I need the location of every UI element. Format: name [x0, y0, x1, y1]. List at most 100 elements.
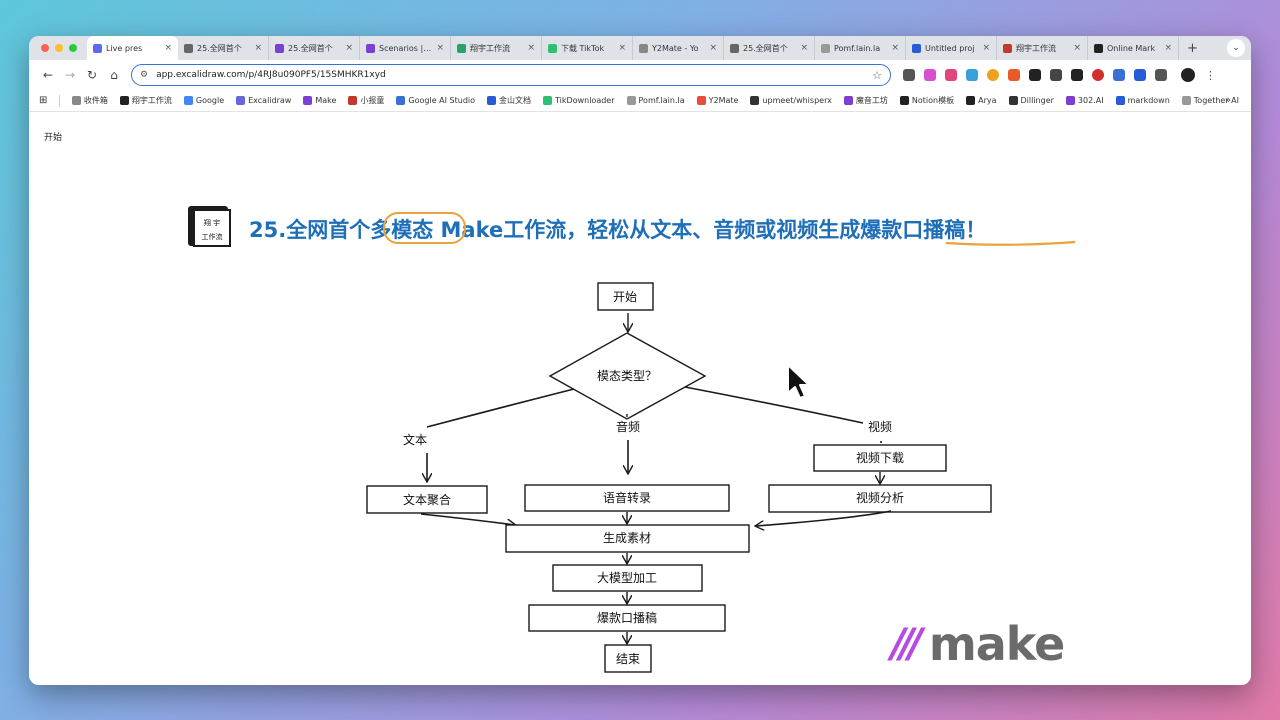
extension-icon[interactable] — [1113, 69, 1125, 81]
tab-close-icon[interactable]: × — [527, 43, 535, 53]
browser-tab[interactable]: 25.全网首个× — [178, 36, 269, 60]
browser-tab[interactable]: Scenarios | M× — [360, 36, 451, 60]
branch-video-label: 视频 — [868, 419, 892, 434]
tab-close-icon[interactable]: × — [800, 43, 808, 53]
forward-icon[interactable]: → — [64, 68, 76, 82]
bookmark-item[interactable]: Arya — [966, 95, 997, 106]
back-icon[interactable]: ← — [42, 68, 54, 82]
extension-icon[interactable] — [945, 69, 957, 81]
bookmark-item[interactable]: TikDownloader — [543, 95, 615, 106]
close-window-button[interactable] — [41, 44, 49, 52]
tab-search-icon[interactable]: ⌄ — [1227, 39, 1245, 57]
bookmark-item[interactable]: Pomf.lain.la — [626, 95, 685, 106]
bookmark-item[interactable]: 302.AI — [1065, 95, 1104, 106]
new-tab-icon[interactable]: + — [1187, 40, 1198, 56]
tab-close-icon[interactable]: × — [982, 43, 990, 53]
tab-favicon-icon — [93, 43, 102, 53]
bookmark-item[interactable]: Y2Mate — [696, 95, 738, 106]
bookmark-item[interactable]: markdown — [1115, 95, 1170, 106]
browser-tab[interactable]: 25.全网首个× — [724, 36, 815, 60]
bookmark-item[interactable]: Google — [183, 95, 224, 106]
browser-tab[interactable]: 翔宇工作流 × — [997, 36, 1088, 60]
tab-favicon-icon — [184, 43, 193, 53]
node-viral-script[interactable] — [528, 604, 726, 632]
tab-close-icon[interactable]: × — [254, 43, 262, 53]
browser-tab[interactable]: Online Mark× — [1088, 36, 1179, 60]
home-icon[interactable]: ⌂ — [110, 68, 118, 82]
bookmark-item[interactable]: 金山文档 — [487, 95, 531, 106]
zoom-window-button[interactable] — [69, 44, 77, 52]
extension-icon[interactable] — [1008, 69, 1020, 81]
node-generate-material[interactable] — [505, 524, 750, 553]
extension-icon[interactable] — [1092, 69, 1104, 81]
bookmark-item[interactable]: Together AI — [1181, 95, 1239, 106]
node-llm-process[interactable] — [552, 564, 703, 592]
browser-tab[interactable]: 翔宇工作流 × — [451, 36, 542, 60]
menu-kebab-icon[interactable]: ⋮ — [1205, 68, 1216, 82]
excalidraw-canvas[interactable]: 开始 翔 宇 工作流 25.全网首个多模态 Make工作流，轻松从文本、音频或视… — [29, 113, 1251, 685]
tab-favicon-icon — [275, 43, 284, 53]
extension-icon[interactable] — [1071, 69, 1083, 81]
bookmark-item[interactable]: 小报童 — [348, 95, 384, 106]
tab-close-icon[interactable]: × — [891, 43, 899, 53]
bookmark-favicon-icon — [626, 96, 636, 105]
node-generate-material-label: 生成素材 — [603, 531, 651, 545]
tab-close-icon[interactable]: × — [1164, 43, 1172, 53]
tab-title: 翔宇工作流 — [1016, 43, 1056, 53]
site-info-icon[interactable]: ⚙ — [140, 70, 149, 80]
mouse-cursor-icon — [787, 364, 810, 399]
tab-close-icon[interactable]: × — [345, 43, 353, 53]
profile-avatar[interactable] — [1181, 68, 1195, 82]
node-video-download[interactable] — [813, 444, 947, 472]
node-video-analysis[interactable] — [768, 484, 992, 513]
apps-grid-icon[interactable]: ⊞ — [39, 95, 48, 106]
browser-tab[interactable]: 下载 TikTok× — [542, 36, 633, 60]
tab-title: 翔宇工作流 — [470, 43, 510, 53]
tab-close-icon[interactable]: × — [164, 43, 172, 53]
extension-icon[interactable] — [1029, 69, 1041, 81]
browser-tab[interactable]: Pomf.lain.la× — [815, 36, 906, 60]
tab-close-icon[interactable]: × — [1073, 43, 1081, 53]
bookmark-label: Pomf.lain.la — [638, 96, 685, 105]
browser-tab[interactable]: Y2Mate - Yo× — [633, 36, 724, 60]
tab-close-icon[interactable]: × — [709, 43, 717, 53]
bookmark-favicon-icon — [1008, 96, 1018, 105]
bookmark-item[interactable]: 魔音工坊 — [843, 95, 888, 106]
bookmark-label: markdown — [1127, 96, 1170, 105]
address-bar[interactable]: ⚙ app.excalidraw.com/p/4RJ8u090PF5/15SMH… — [131, 64, 891, 86]
bookmark-item[interactable]: Excalidraw — [236, 95, 291, 106]
browser-tab[interactable]: 25.全网首个× — [269, 36, 360, 60]
extension-icon[interactable] — [987, 69, 999, 81]
bookmark-star-icon[interactable]: ☆ — [872, 68, 882, 82]
minimize-window-button[interactable] — [55, 44, 63, 52]
node-decision[interactable] — [548, 332, 707, 420]
more-bookmarks-icon[interactable]: » — [1224, 95, 1231, 106]
extension-icon[interactable] — [903, 69, 915, 81]
node-start[interactable] — [597, 282, 654, 311]
tab-favicon-icon — [730, 43, 739, 53]
extensions-puzzle-icon[interactable] — [1155, 69, 1167, 81]
node-end[interactable] — [604, 644, 652, 673]
node-speech-to-text[interactable] — [524, 484, 730, 512]
bookmark-item[interactable]: Google AI Studio — [396, 95, 475, 106]
bookmark-item[interactable]: 收件箱 — [71, 95, 108, 106]
title-highlight-circle — [383, 212, 466, 244]
tab-close-icon[interactable]: × — [618, 43, 626, 53]
extension-icon[interactable] — [1050, 69, 1062, 81]
bookmark-item[interactable]: upmeet/whisperx — [750, 95, 832, 106]
reload-icon[interactable]: ↻ — [86, 68, 98, 82]
tab-favicon-icon — [1094, 43, 1103, 53]
browser-tab[interactable]: Live pres× — [87, 36, 178, 60]
bookmark-item[interactable]: Make — [303, 95, 336, 106]
browser-tab[interactable]: Untitled proj× — [906, 36, 997, 60]
bookmark-item[interactable]: Notion模板 — [899, 95, 954, 106]
tab-close-icon[interactable]: × — [436, 43, 444, 53]
extension-icon[interactable] — [924, 69, 936, 81]
extension-icon[interactable] — [966, 69, 978, 81]
bookmark-item[interactable]: 翔宇工作流 — [119, 95, 172, 106]
tab-title: Scenarios | M — [379, 43, 433, 53]
bookmark-label: Make — [315, 96, 337, 105]
extension-icon[interactable] — [1134, 69, 1146, 81]
bookmark-item[interactable]: Dillinger — [1008, 95, 1054, 106]
node-text-merge[interactable] — [366, 485, 488, 514]
